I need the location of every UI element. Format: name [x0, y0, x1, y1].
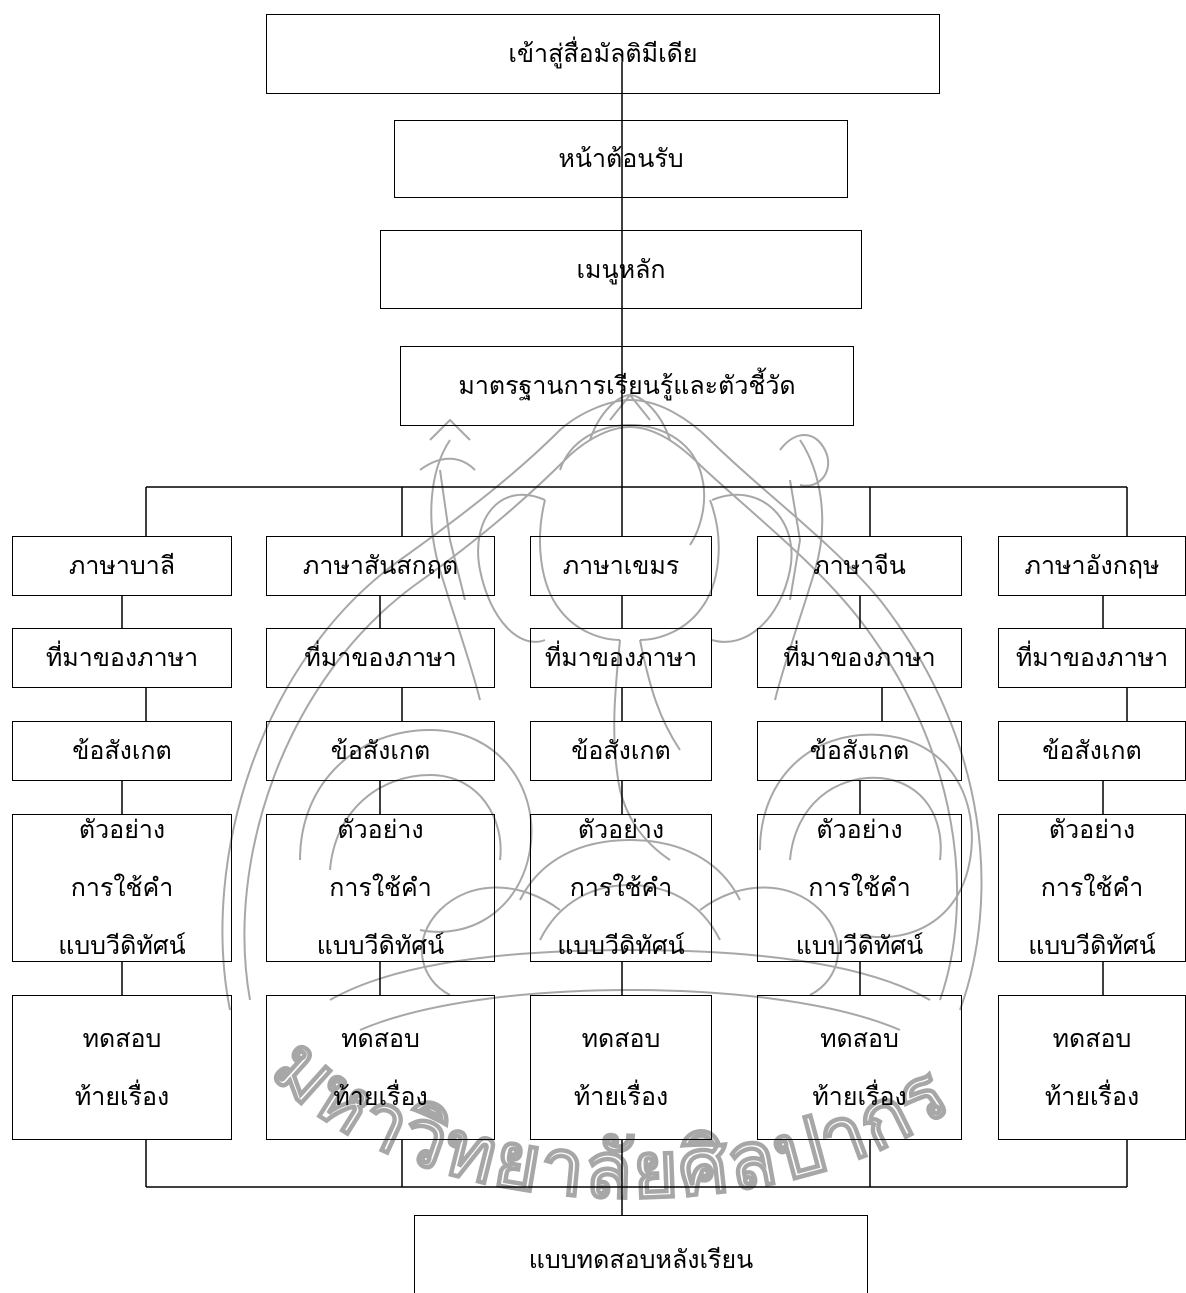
test-box-english: ทดสอบ ท้ายเรื่อง: [998, 995, 1186, 1140]
language-box-chinese: ภาษาจีน: [757, 536, 962, 596]
language-box-khmer: ภาษาเขมร: [530, 536, 712, 596]
enter-multimedia-box: เข้าสู่สื่อมัลติมีเดีย: [266, 14, 940, 94]
test-box-khmer: ทดสอบ ท้ายเรื่อง: [530, 995, 712, 1140]
test-box-chinese: ทดสอบ ท้ายเรื่อง: [757, 995, 962, 1140]
example-box-chinese: ตัวอย่าง การใช้คำ แบบวีดิทัศน์: [757, 814, 962, 962]
observation-box-english: ข้อสังเกต: [998, 721, 1186, 781]
example-box-pali: ตัวอย่าง การใช้คำ แบบวีดิทัศน์: [12, 814, 232, 962]
welcome-page-label: หน้าต้อนรับ: [558, 144, 684, 173]
test-box-sanskrit: ทดสอบ ท้ายเรื่อง: [266, 995, 495, 1140]
language-box-sanskrit: ภาษาสันสกฤต: [266, 536, 495, 596]
observation-box-pali: ข้อสังเกต: [12, 721, 232, 781]
learning-standards-box: มาตรฐานการเรียนรู้และตัวชี้วัด: [400, 346, 854, 426]
origin-box-sanskrit: ที่มาของภาษา: [266, 628, 495, 688]
origin-box-chinese: ที่มาของภาษา: [757, 628, 962, 688]
post-test-box: แบบทดสอบหลังเรียน: [414, 1215, 868, 1293]
post-test-label: แบบทดสอบหลังเรียน: [528, 1245, 754, 1274]
main-menu-label: เมนูหลัก: [576, 254, 666, 284]
observation-box-chinese: ข้อสังเกต: [757, 721, 962, 781]
example-box-sanskrit: ตัวอย่าง การใช้คำ แบบวีดิทัศน์: [266, 814, 495, 962]
language-box-pali: ภาษาบาลี: [12, 536, 232, 596]
origin-box-english: ที่มาของภาษา: [998, 628, 1186, 688]
origin-box-pali: ที่มาของภาษา: [12, 628, 232, 688]
observation-box-sanskrit: ข้อสังเกต: [266, 721, 495, 781]
origin-box-khmer: ที่มาของภาษา: [530, 628, 712, 688]
main-menu-box: เมนูหลัก: [380, 230, 862, 309]
test-box-pali: ทดสอบ ท้ายเรื่อง: [12, 995, 232, 1140]
enter-multimedia-label: เข้าสู่สื่อมัลติมีเดีย: [508, 39, 698, 68]
example-box-english: ตัวอย่าง การใช้คำ แบบวีดิทัศน์: [998, 814, 1186, 962]
example-box-khmer: ตัวอย่าง การใช้คำ แบบวีดิทัศน์: [530, 814, 712, 962]
language-box-english: ภาษาอังกฤษ: [998, 536, 1186, 596]
welcome-page-box: หน้าต้อนรับ: [394, 120, 848, 198]
observation-box-khmer: ข้อสังเกต: [530, 721, 712, 781]
learning-standards-label: มาตรฐานการเรียนรู้และตัวชี้วัด: [458, 371, 796, 400]
